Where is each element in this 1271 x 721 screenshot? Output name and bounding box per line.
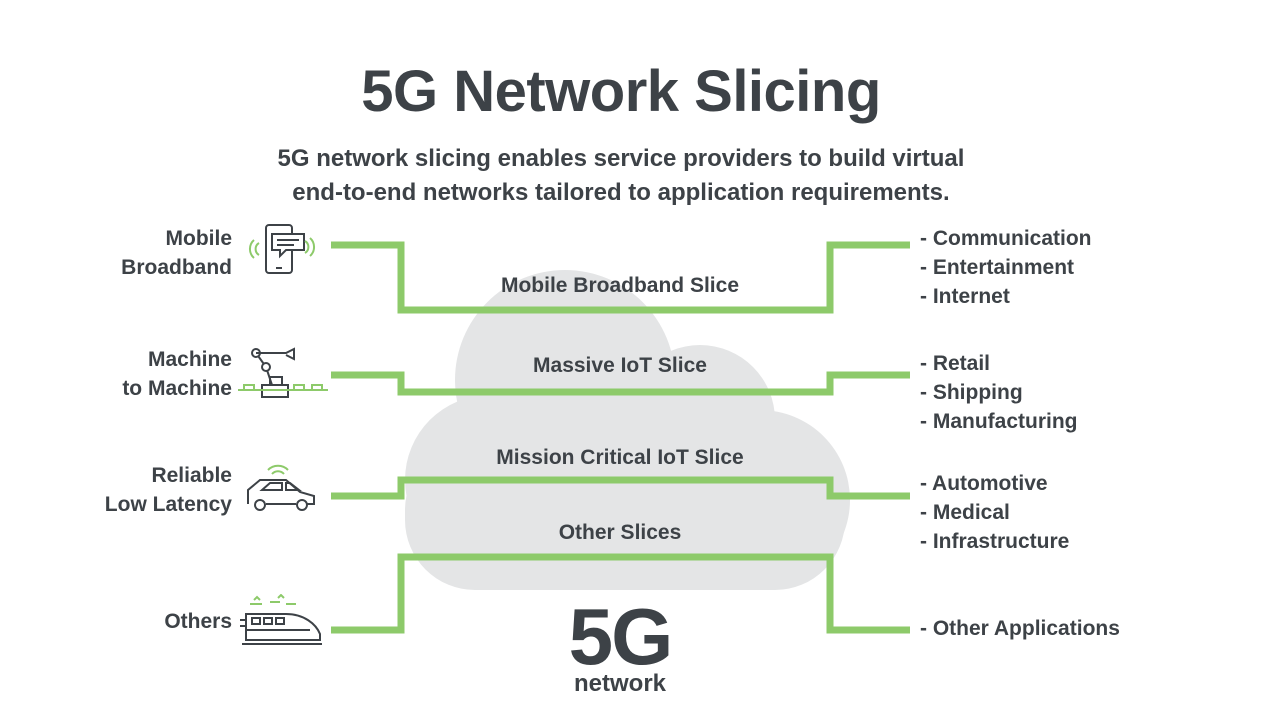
applications-list-mobile-broadband: - Communication - Entertainment - Intern… (920, 224, 1092, 311)
left-label-line: Mobile (165, 227, 233, 250)
smartphone-chat-icon (248, 224, 316, 274)
subtitle-line-1: 5G network slicing enables service provi… (277, 145, 965, 172)
left-label-reliable-low-latency: Reliable Low Latency (105, 461, 232, 519)
slice-label-mission-critical-iot: Mission Critical IoT Slice (496, 446, 744, 469)
slice-line-mission-critical-iot (331, 476, 910, 500)
left-label-machine-to-machine: Machine to Machine (122, 345, 232, 403)
application-item: - Communication (920, 227, 1092, 250)
page-title: 5G Network Slicing (361, 59, 881, 124)
application-item: - Retail (920, 352, 991, 375)
slice-label-other: Other Slices (558, 521, 682, 544)
slice-line-massive-iot (331, 371, 910, 396)
high-speed-train-icon (240, 594, 322, 645)
subtitle-line-2: end-to-end networks tailored to applicat… (292, 179, 950, 206)
applications-list-others: - Other Applications (920, 614, 1120, 643)
application-item: - Automotive (920, 472, 1048, 495)
left-label-line: Others (164, 610, 232, 633)
left-label-line: Machine (147, 348, 232, 371)
page-subtitle: 5G network slicing enables service provi… (0, 142, 1242, 210)
applications-list-machine-to-machine: - Retail - Shipping - Manufacturing (920, 349, 1078, 436)
left-label-line: Reliable (151, 464, 232, 487)
cloud-shape (405, 270, 850, 590)
application-item: - Infrastructure (920, 530, 1070, 553)
application-item: - Shipping (920, 381, 1023, 404)
logo-5g-text: 5G (568, 592, 674, 681)
application-item: - Manufacturing (920, 410, 1078, 433)
slice-line-other (331, 553, 910, 634)
application-item: - Internet (920, 285, 1010, 308)
left-label-line: Low Latency (104, 493, 232, 516)
left-label-line: to Machine (122, 377, 232, 400)
application-item: - Other Applications (920, 617, 1120, 640)
slice-label-massive-iot: Massive IoT Slice (533, 354, 707, 377)
applications-list-reliable-low-latency: - Automotive - Medical - Infrastructure (920, 469, 1069, 556)
connected-car-icon (247, 464, 315, 511)
slice-line-mobile-broadband (331, 241, 910, 314)
left-label-others: Others (164, 607, 232, 636)
application-item: - Medical (920, 501, 1010, 524)
robotic-arm-icon (238, 347, 328, 398)
slice-label-mobile-broadband: Mobile Broadband Slice (500, 274, 740, 297)
logo-network-text: network (573, 670, 666, 697)
application-item: - Entertainment (920, 256, 1075, 279)
left-label-mobile-broadband: Mobile Broadband (121, 224, 232, 282)
left-label-line: Broadband (121, 256, 232, 279)
